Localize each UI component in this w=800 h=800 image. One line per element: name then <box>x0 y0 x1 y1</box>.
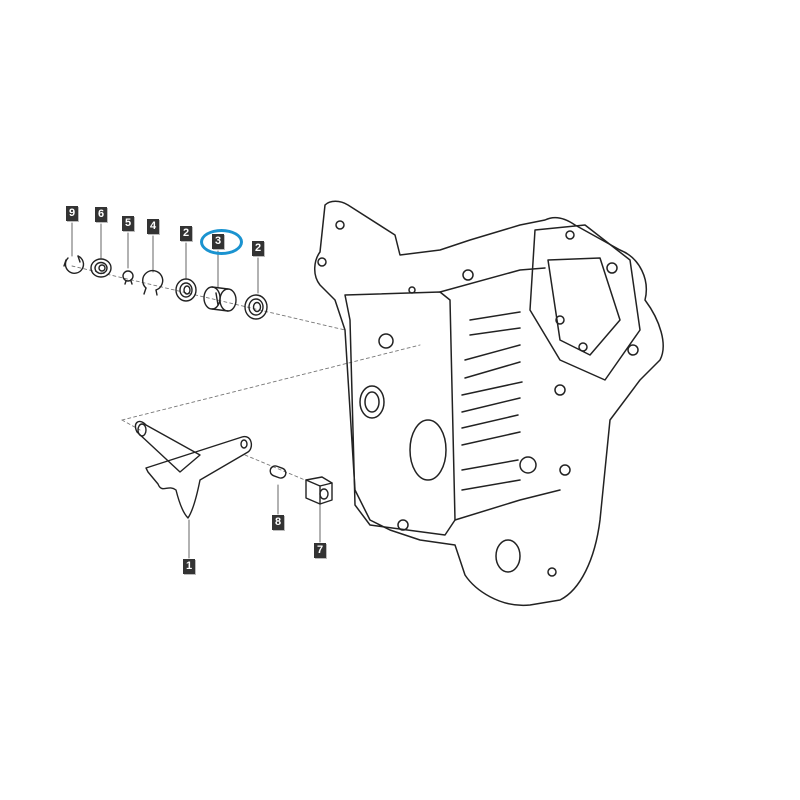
part-2-bearing-left <box>175 278 197 302</box>
callout-9[interactable]: 9 <box>66 206 78 221</box>
assembly-axis-lines <box>71 265 421 481</box>
part-6-bearing <box>90 258 112 278</box>
callout-7[interactable]: 7 <box>314 543 326 558</box>
callout-5[interactable]: 5 <box>122 216 134 231</box>
part-2-bearing-right <box>244 294 268 320</box>
callout-4[interactable]: 4 <box>147 219 159 234</box>
part-3-bushing <box>203 286 237 312</box>
callout-1[interactable]: 1 <box>183 559 195 574</box>
part-5-snap-ring <box>122 270 134 285</box>
part-4-circlip <box>142 269 164 296</box>
callout-2-right[interactable]: 2 <box>252 241 264 256</box>
part-7-nut <box>305 476 333 505</box>
part-9-circlip <box>63 255 85 274</box>
leader-lines <box>71 222 321 559</box>
callout-8[interactable]: 8 <box>272 515 284 530</box>
callout-6[interactable]: 6 <box>95 207 107 222</box>
highlight-ellipse-part-3 <box>200 229 243 255</box>
callout-2-left[interactable]: 2 <box>180 226 192 241</box>
part-1-lever <box>134 420 253 519</box>
gearbox-housing <box>314 200 664 607</box>
part-8-pin <box>269 465 287 479</box>
callout-3[interactable]: 3 <box>212 234 224 249</box>
